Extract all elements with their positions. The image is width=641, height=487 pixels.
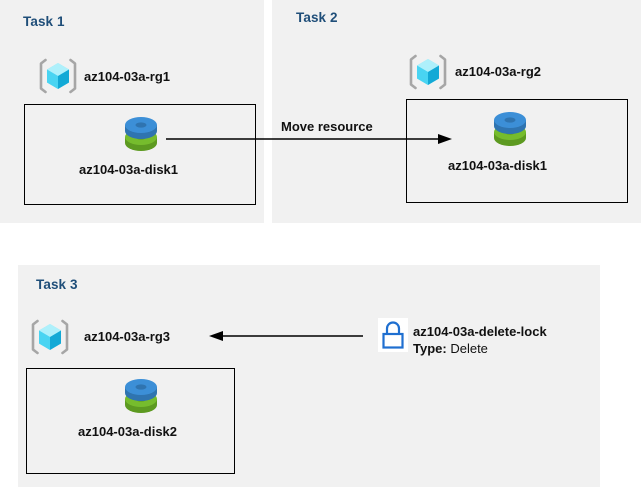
resource-group-2-box (406, 99, 628, 203)
resource-group-icon (30, 318, 70, 356)
panel-task-3 (18, 265, 600, 487)
delete-lock-label: az104-03a-delete-lock (413, 324, 547, 339)
move-resource-label: Move resource (281, 119, 373, 134)
resource-group-1-box (24, 104, 256, 205)
task-2-title: Task 2 (296, 10, 338, 25)
disk-2-label: az104-03a-disk1 (448, 158, 548, 173)
resource-group-3-label: az104-03a-rg3 (84, 329, 170, 344)
padlock-icon (378, 318, 408, 352)
disk-1-label: az104-03a-disk1 (79, 162, 179, 177)
resource-group-3-box (26, 368, 235, 474)
delete-lock-type-value: Delete (450, 341, 488, 356)
managed-disk-icon (120, 113, 162, 157)
resource-group-1-label: az104-03a-rg1 (84, 69, 170, 84)
managed-disk-icon (120, 375, 162, 419)
resource-group-2-label: az104-03a-rg2 (455, 64, 541, 79)
delete-lock-type: Type: Delete (413, 341, 488, 356)
resource-group-icon (38, 57, 78, 95)
panel-task-2 (272, 0, 641, 223)
move-resource-arrow (166, 134, 452, 144)
resource-group-icon (408, 53, 448, 91)
panel-task-1 (0, 0, 264, 223)
disk-3-label: az104-03a-disk2 (78, 424, 178, 439)
managed-disk-icon (489, 108, 531, 152)
delete-lock-arrow (209, 331, 363, 341)
task-3-title: Task 3 (36, 277, 78, 292)
delete-lock-type-key: Type: (413, 341, 451, 356)
task-1-title: Task 1 (23, 14, 65, 29)
